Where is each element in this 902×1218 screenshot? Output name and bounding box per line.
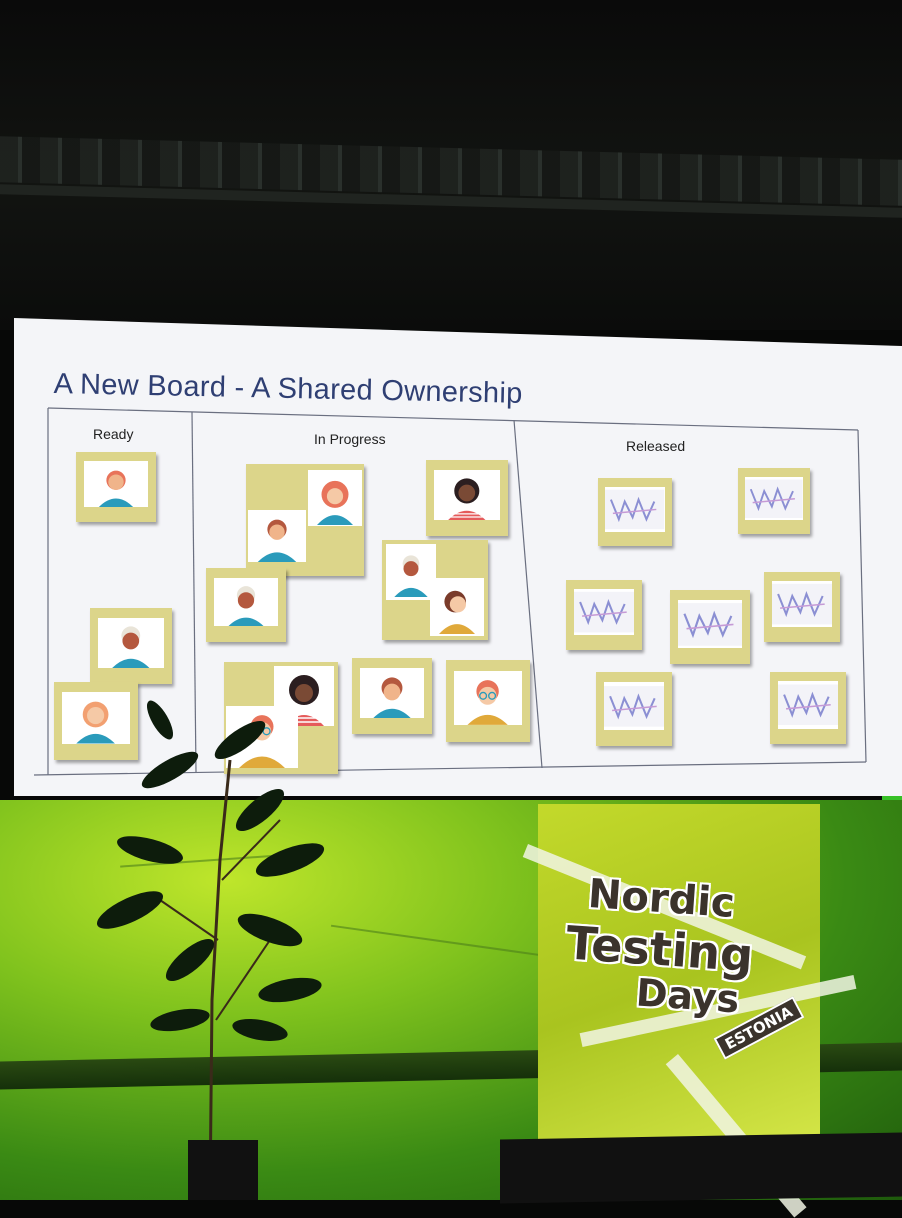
board-top-border [47,407,859,431]
sticky-note-card [206,568,286,642]
person-avatar [226,706,298,768]
column-divider-2 [513,419,543,769]
event-banner: Nordic Testing Days ESTONIA [522,804,857,1218]
person-avatar [84,461,148,508]
person-avatar [360,667,424,719]
sticky-note-card [54,682,138,760]
sticky-note-card [76,452,156,522]
released-sticky-note [670,590,750,664]
released-artwork [745,476,803,521]
column-divider-1 [191,411,197,773]
sticky-note-card-double [224,662,338,774]
sticky-note-card [352,658,432,734]
potted-plant [96,700,325,1200]
released-sticky-note [738,468,810,534]
column-header-in-progress: In Progress [314,431,386,447]
released-sticky-note [566,580,642,650]
released-sticky-note [764,572,840,642]
sticky-note-card-double [382,540,488,640]
person-avatar [98,617,164,669]
person-avatar [454,670,522,725]
sticky-note-card [90,608,172,684]
person-avatar [214,577,278,627]
released-artwork [603,681,665,731]
sticky-note-card [426,460,508,536]
person-avatar [430,578,484,636]
logo-word-days: Days [634,970,741,1022]
stage-podium [500,1132,902,1204]
released-sticky-note [596,672,672,746]
person-avatar [248,510,306,562]
released-sticky-note [770,672,846,744]
board-right-border [857,429,867,763]
person-avatar [62,692,130,744]
sticky-note-card-double [246,464,364,576]
released-artwork [678,599,742,649]
sticky-note-card [446,660,530,742]
column-header-ready: Ready [93,426,134,442]
released-artwork [605,486,665,532]
person-avatar [386,544,436,600]
released-artwork [573,589,635,636]
released-artwork [771,581,833,628]
person-avatar [308,470,362,526]
released-sticky-note [598,478,672,546]
person-avatar [434,469,500,521]
released-artwork [777,681,839,729]
column-header-released: Released [626,438,686,454]
